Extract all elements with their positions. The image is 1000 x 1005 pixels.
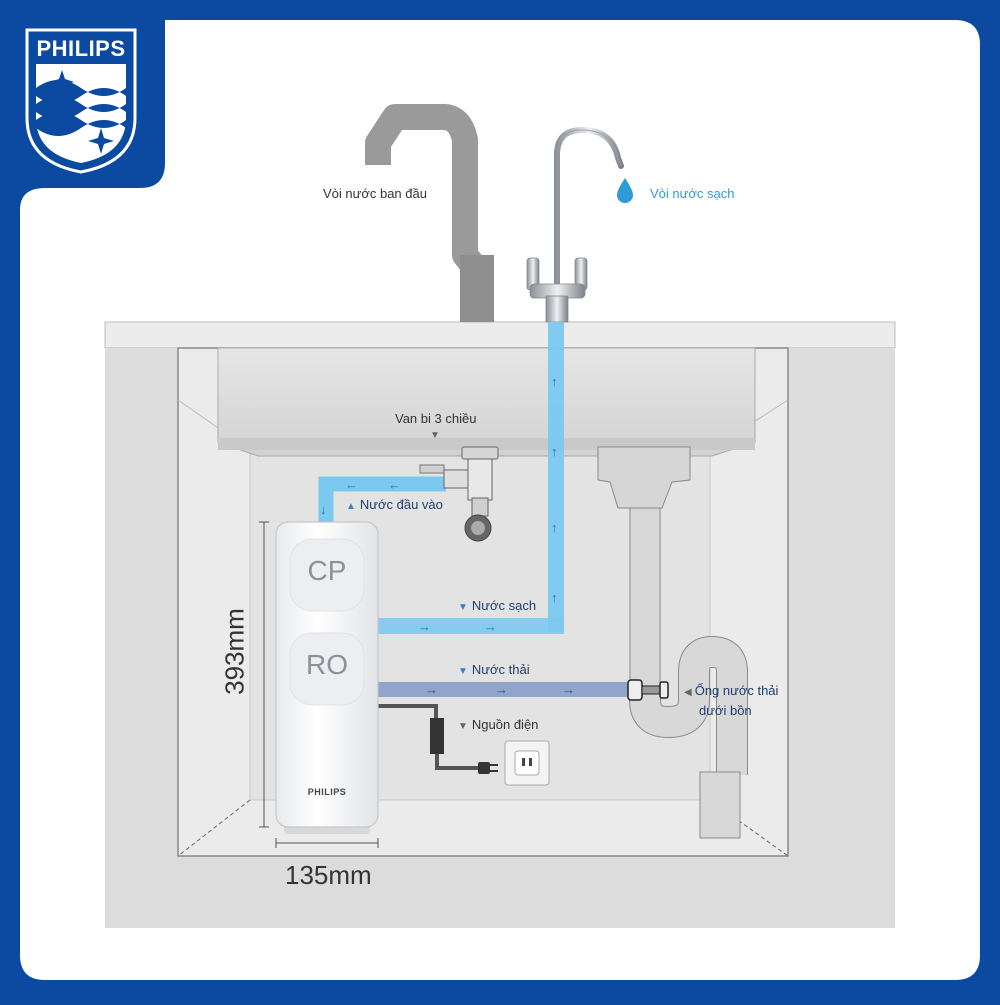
- width-dimension-label: 135mm: [285, 860, 372, 890]
- inlet-pipe: [318, 476, 446, 522]
- cp-filter-label: CP: [307, 555, 347, 586]
- triangle-down-icon: ▼: [458, 721, 468, 732]
- flow-arrow: ↑: [551, 520, 558, 535]
- countertop: [104, 321, 896, 349]
- flow-arrow: ↑: [551, 444, 558, 459]
- flow-arrow: ←: [345, 477, 358, 492]
- flow-arrow: →: [495, 682, 508, 697]
- power-cable: [376, 704, 498, 774]
- three-way-valve-label: Van bi 3 chiều: [395, 411, 477, 426]
- width-dimension-line: [275, 838, 379, 848]
- flow-arrow: ↓: [320, 502, 327, 517]
- flow-arrow: ←: [388, 477, 401, 492]
- clean-water-faucet: [526, 126, 624, 323]
- ro-filter-label: RO: [306, 649, 348, 680]
- triangle-left-icon: ◀: [684, 687, 692, 698]
- original-faucet: [365, 103, 494, 322]
- power-outlet-icon: [504, 740, 550, 786]
- waste-water-pipe: [376, 682, 630, 697]
- drain-pipe-label: ◀Ống nước thải: [684, 683, 779, 698]
- flow-arrow: →: [484, 619, 497, 634]
- triangle-up-icon: ▲: [346, 501, 356, 512]
- clean-water-label: ▼Nước sạch: [458, 598, 537, 613]
- drain-saddle-clamp: [627, 679, 669, 701]
- flow-arrow: ↑: [551, 590, 558, 605]
- water-inlet-label: ▲Nước đầu vào: [346, 497, 443, 512]
- height-dimension-label: 393mm: [219, 608, 250, 695]
- drain-pipe: [597, 446, 748, 839]
- clean-water-pipe-vertical: [548, 322, 564, 632]
- valve-pointer-icon: ▼: [430, 430, 440, 441]
- ro-filter-unit: [275, 521, 379, 834]
- drain-pipe-label-line2: dưới bồn: [699, 703, 752, 718]
- water-drop-icon: [617, 178, 633, 203]
- star-icon: [88, 128, 114, 154]
- waste-water-label: ▼Nước thải: [458, 662, 530, 677]
- philips-logo: [25, 28, 137, 174]
- clean-faucet-label: Vòi nước sạch: [650, 186, 735, 201]
- brand-logo-text: PHILIPS: [36, 36, 126, 61]
- flow-arrow: ↑: [551, 374, 558, 389]
- flow-arrow: →: [425, 682, 438, 697]
- original-faucet-label: Vòi nước ban đầu: [323, 186, 427, 201]
- triangle-down-icon: ▼: [458, 666, 468, 677]
- unit-brand-label: PHILIPS: [307, 787, 347, 797]
- flow-arrow: →: [562, 682, 575, 697]
- star-icon: [50, 70, 74, 94]
- triangle-down-icon: ▼: [458, 602, 468, 613]
- power-label: ▼Nguồn điện: [458, 717, 539, 732]
- height-dimension-line: [259, 521, 269, 828]
- three-way-valve: [419, 446, 499, 542]
- flow-arrow: →: [418, 619, 431, 634]
- clean-water-pipe-horizontal: [376, 618, 564, 634]
